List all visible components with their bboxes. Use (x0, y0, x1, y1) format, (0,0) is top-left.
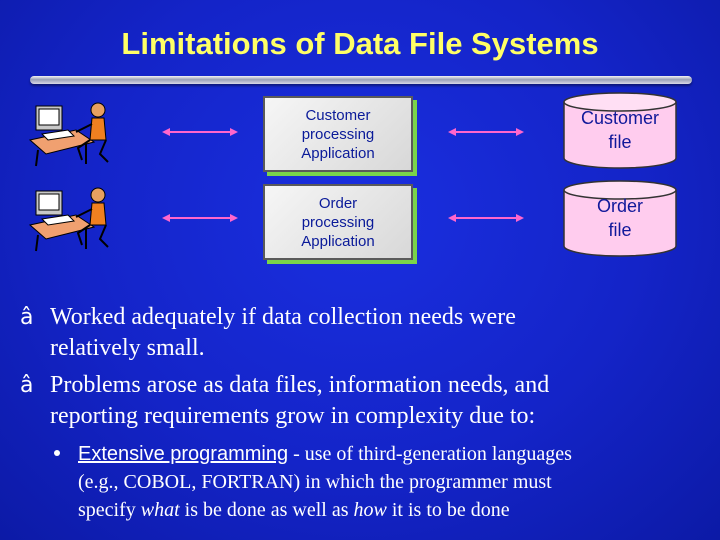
title-underline (30, 76, 692, 84)
arrow-bullet-icon: â (20, 305, 34, 330)
database-cylinder-icon (563, 92, 677, 169)
file-label-line: file (608, 220, 632, 240)
dot-bullet-icon (54, 450, 60, 456)
bullet-text-line: relatively small. (50, 335, 205, 361)
customer-file-cylinder: Customer file (562, 92, 678, 170)
app-to-file-arrow-2 (448, 214, 524, 222)
file-label: Customer file (562, 106, 678, 154)
user-at-computer-icon (28, 102, 109, 167)
app-label-line: Customer (305, 106, 371, 124)
sub-bullet-text: - use of third-generation languages (288, 443, 572, 465)
arrow-bullet-icon: â (20, 373, 34, 398)
bullet-text-line: Worked adequately if data collection nee… (50, 304, 516, 330)
file-label: Order file (562, 194, 678, 242)
person-to-app-arrow-1 (162, 128, 238, 136)
sub-bullet-line: specify what is be done as well as how i… (78, 496, 698, 524)
emphasis-how: how (353, 499, 387, 521)
sub-bullet-text: it is to be done (386, 499, 510, 521)
sub-bullet-line: (e.g., COBOL, FORTRAN) in which the prog… (78, 471, 552, 493)
customer-processing-app-box: Customer processing Application (263, 96, 413, 172)
slide-title: Limitations of Data File Systems (121, 26, 599, 61)
file-label-line: file (608, 132, 632, 152)
app-label-line: Application (301, 144, 375, 162)
sub-bullet-line: Extensive programming - use of third-gen… (78, 440, 698, 468)
database-cylinder-icon (563, 180, 677, 257)
app-label-line: processing (301, 213, 375, 231)
person-to-app-arrow-2 (162, 214, 238, 222)
order-processing-app-box: Order processing Application (263, 184, 413, 260)
sub-bullet-text: specify (78, 499, 141, 521)
file-label-line: Customer (580, 108, 660, 128)
order-file-cylinder: Order file (562, 180, 678, 258)
bullet-text-line: reporting requirements grow in complexit… (50, 403, 536, 429)
sub-bullet-term: Extensive programming (78, 443, 289, 465)
app-to-file-arrow-1 (448, 128, 524, 136)
app-label-line: Application (301, 232, 375, 250)
sub-bullet-text: is be done as well as (179, 499, 354, 521)
app-label-line: processing (301, 125, 375, 143)
app-label-line: Order (318, 194, 358, 212)
file-label-line: Order (596, 196, 643, 216)
user-at-computer-icon (28, 187, 109, 252)
emphasis-what: what (140, 499, 180, 521)
bullet-text-line: Problems arose as data files, informatio… (50, 372, 550, 398)
